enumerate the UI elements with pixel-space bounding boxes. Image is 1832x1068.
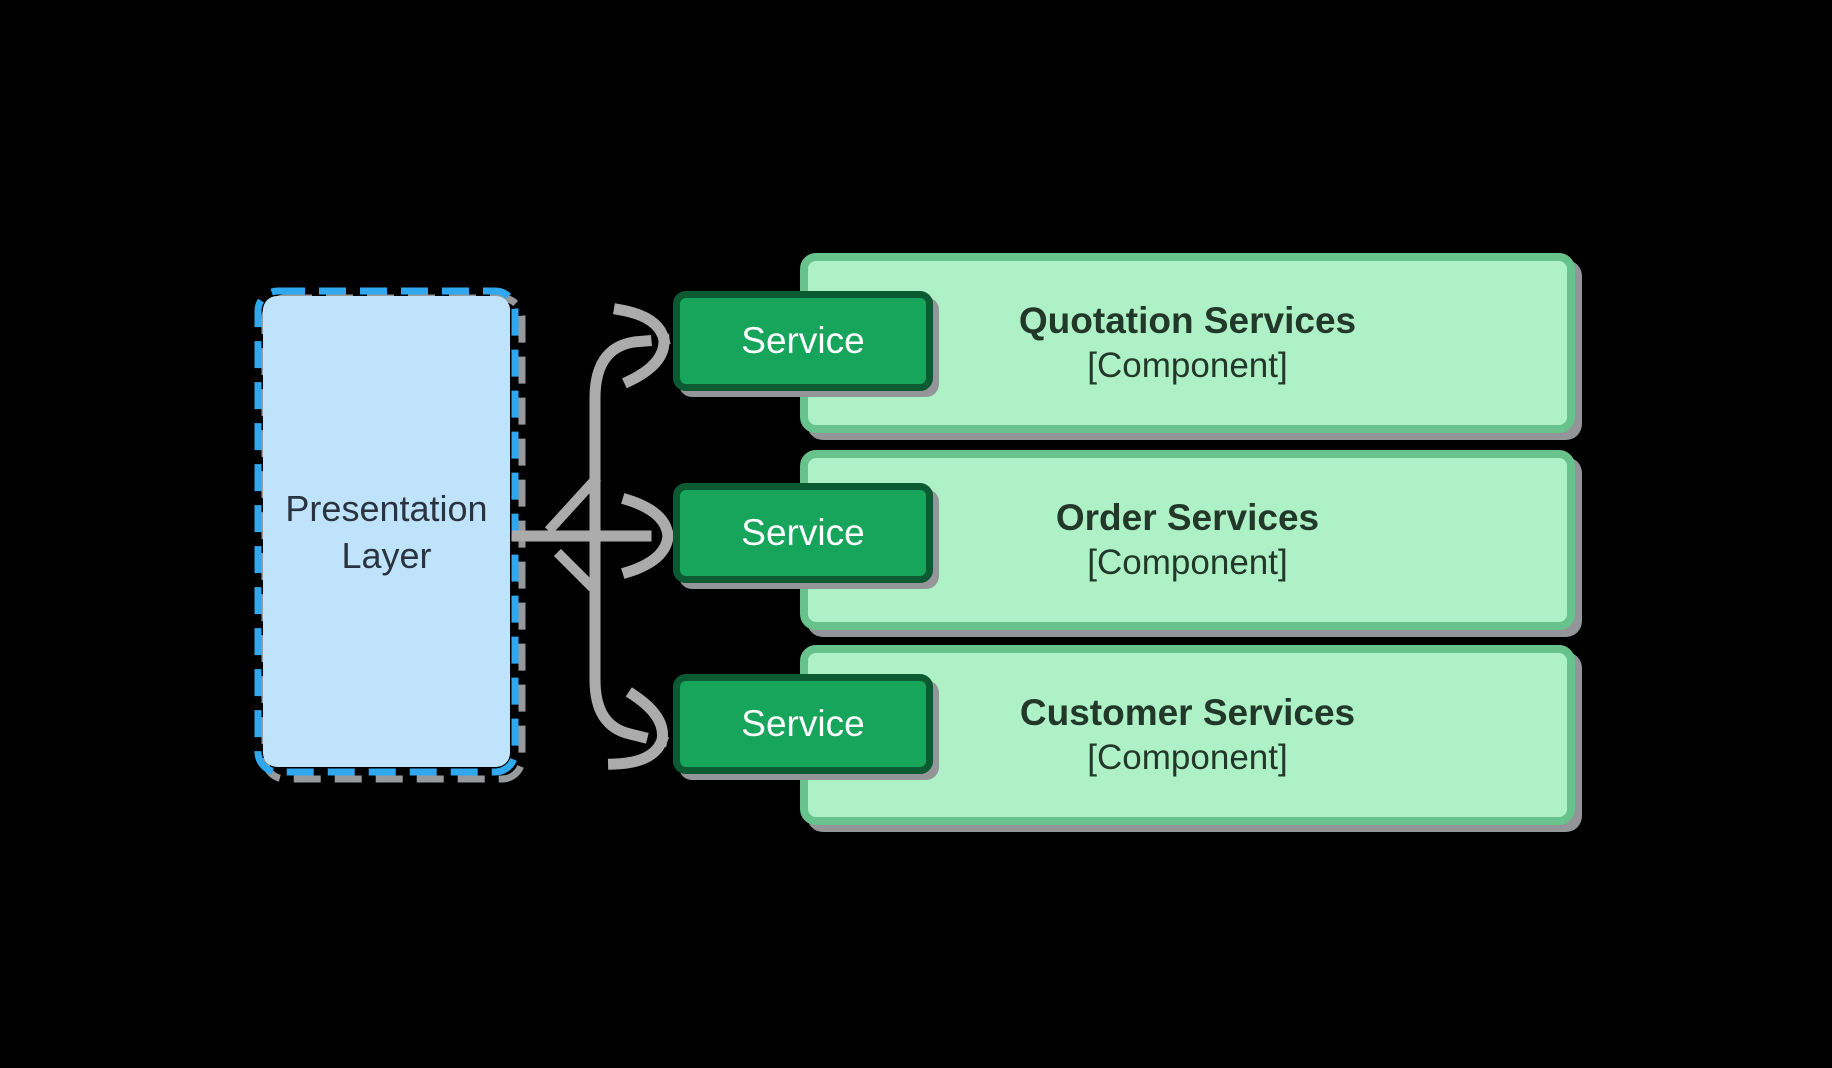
service-node-customer: Service [673, 674, 933, 774]
connector-branch-bottom [589, 530, 649, 744]
service-node-label: Service [741, 512, 865, 553]
service-node-order: Service [673, 483, 933, 583]
presentation-layer-node [254, 287, 526, 783]
component-title: Quotation Services [1018, 300, 1357, 341]
presentation-fill [263, 296, 510, 767]
connector-branch-top [589, 335, 652, 542]
component-title: Order Services [1055, 497, 1320, 538]
service-node-quotation: Service [673, 291, 933, 391]
connector-arrows [511, 303, 674, 770]
component-subtitle: [Component] [1087, 346, 1288, 385]
arrowhead-top [613, 303, 671, 389]
arrowhead-middle [621, 493, 674, 579]
service-node-label: Service [741, 320, 865, 361]
component-title: Customer Services [1019, 692, 1356, 733]
junction-sketch-stroke [544, 473, 602, 535]
junction-sketch-stroke [553, 548, 597, 592]
service-node-label: Service [741, 703, 865, 744]
component-subtitle: [Component] [1087, 738, 1288, 777]
component-customer-services: Customer Services [Component] [800, 645, 1575, 825]
arrowhead-bottom [607, 687, 670, 770]
component-subtitle: [Component] [1087, 543, 1288, 582]
